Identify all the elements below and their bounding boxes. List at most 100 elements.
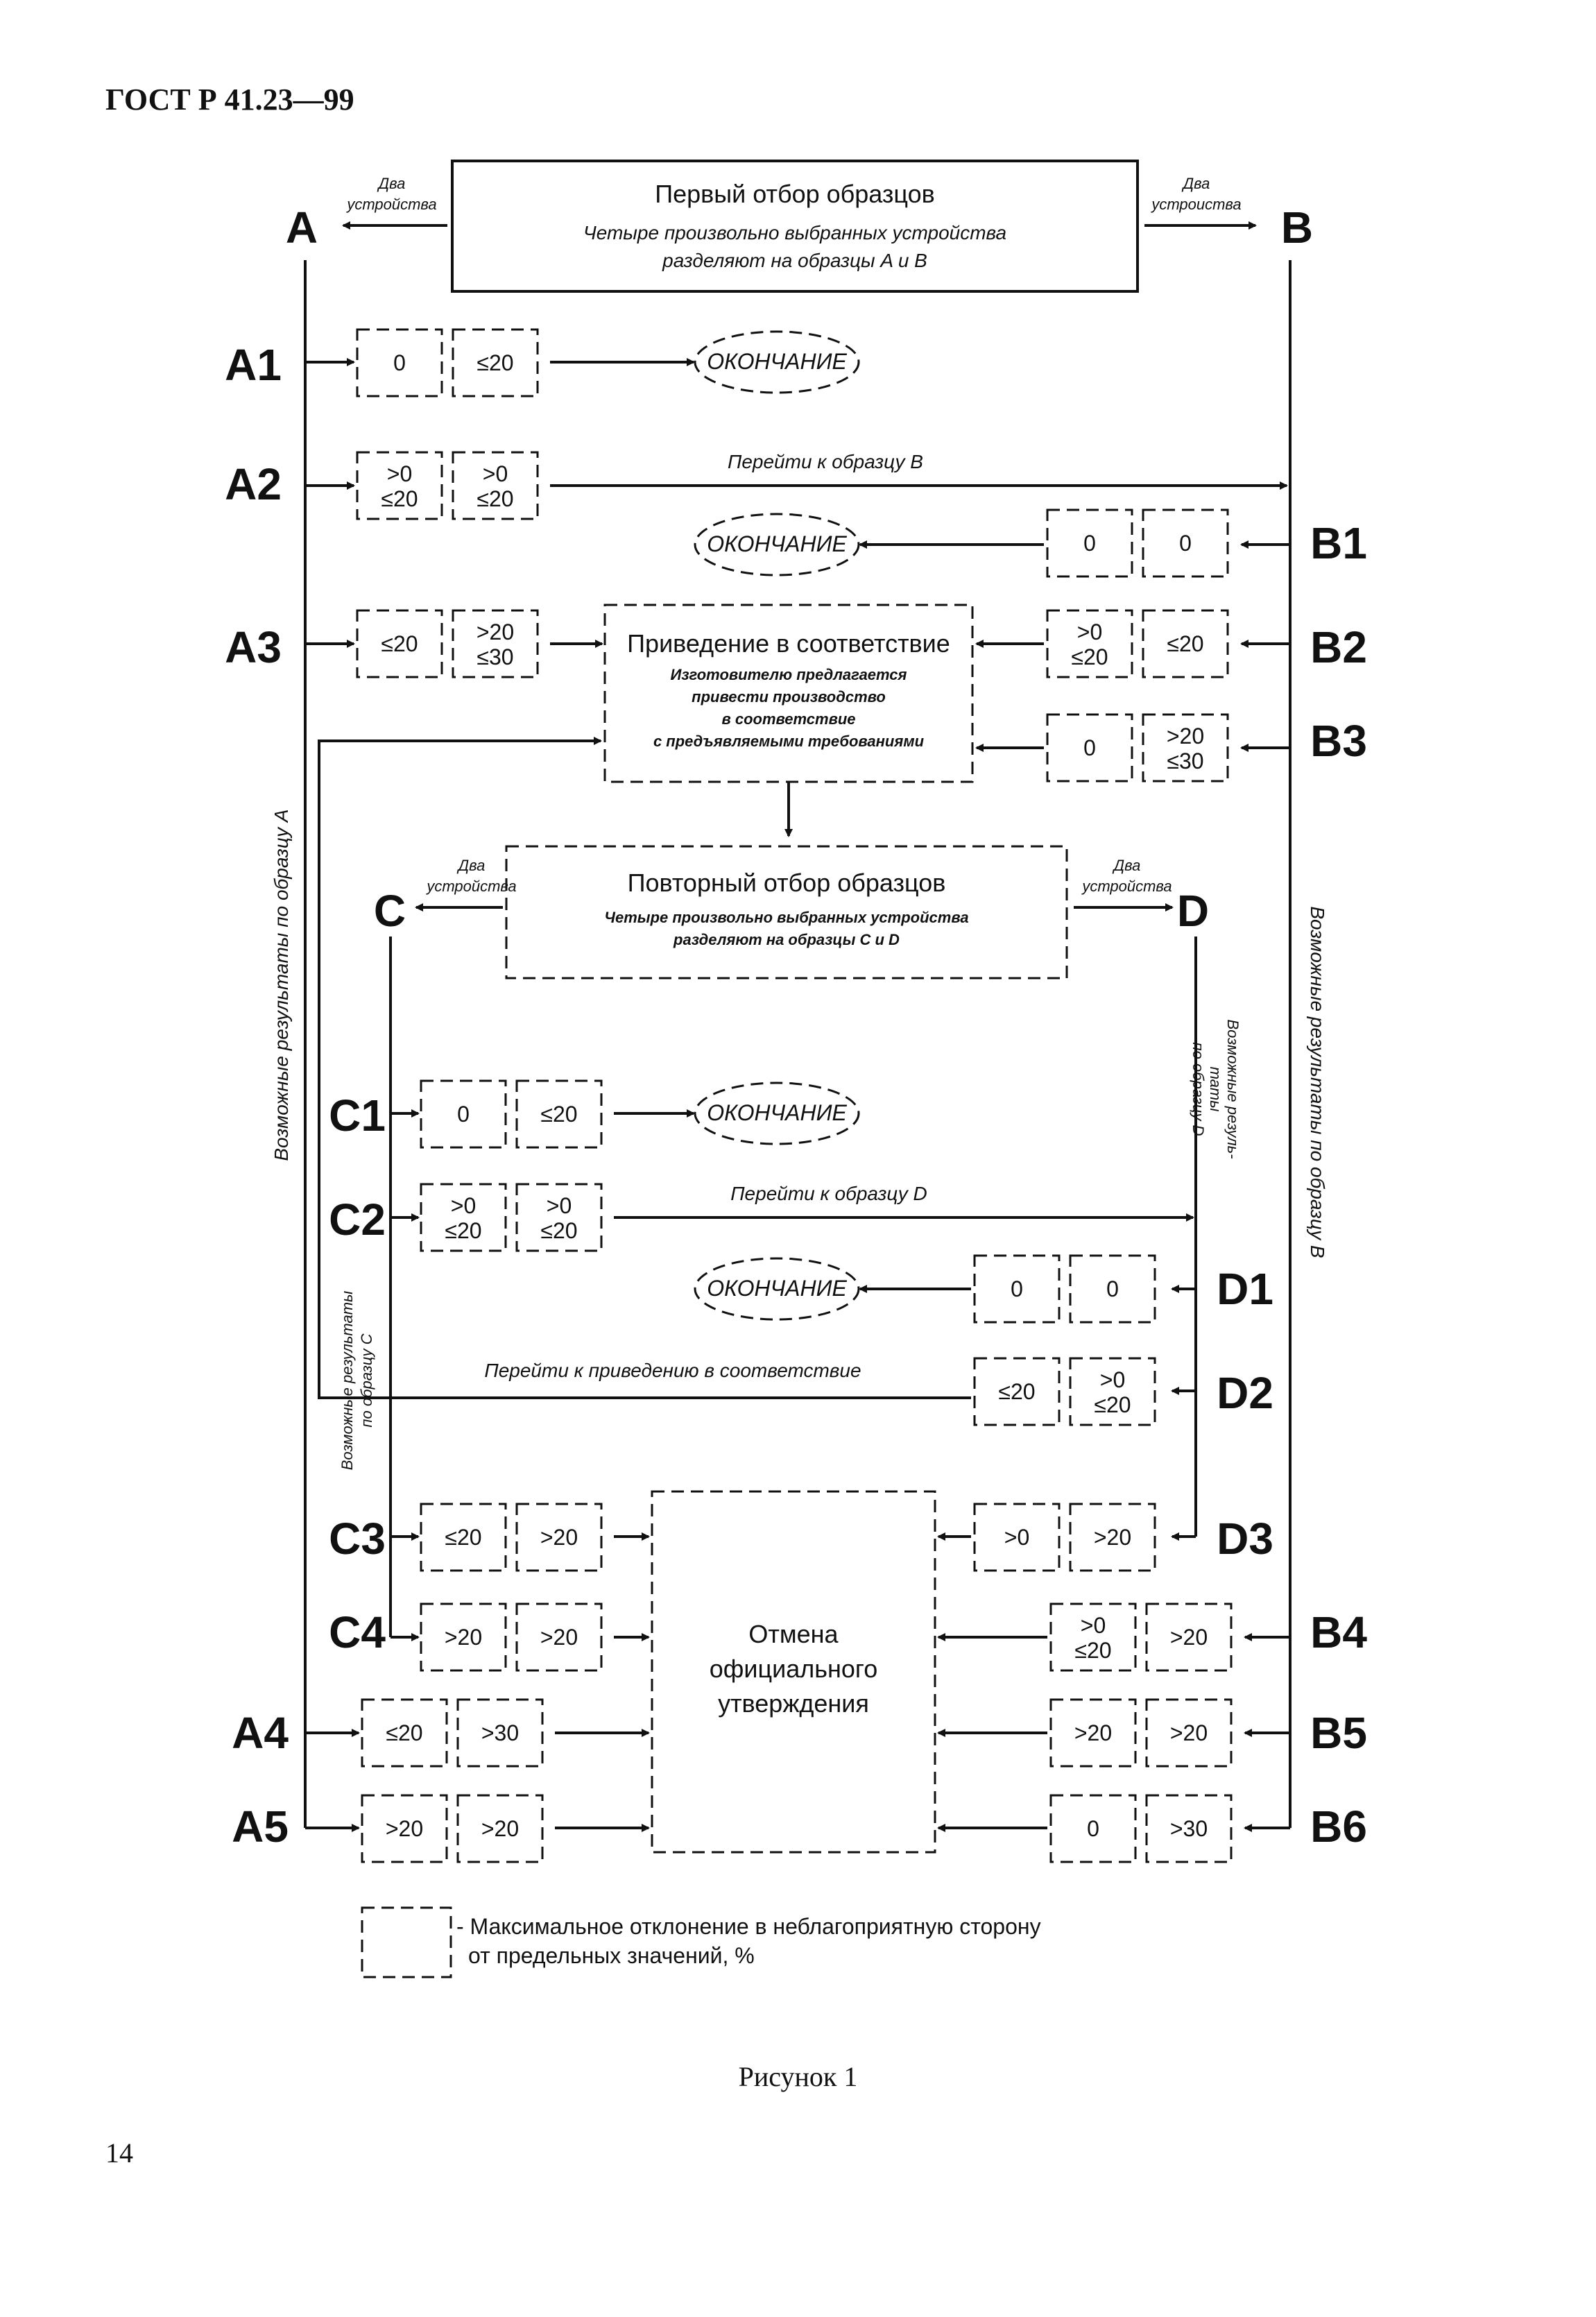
b3-result-value-line: ≤30 (1167, 749, 1203, 773)
a3-result-value-2: >20≤30 (477, 619, 514, 669)
a4-result-value-1: ≤20 (386, 1720, 422, 1745)
end-oval-c1 (694, 1081, 860, 1145)
repeat-sampling-line1: Четыре произвольно выбранных устройства (604, 909, 968, 926)
a1-result-value-2: ≤20 (477, 350, 513, 375)
a5-result-value-1: >20 (386, 1816, 423, 1841)
first-sampling-line1: Четыре произвольно выбранных устройства (583, 222, 1006, 243)
a3-result-cell-2 (452, 609, 539, 678)
d2-result-value-1: ≤20 (998, 1379, 1035, 1404)
b5-result-value-2: >20 (1170, 1720, 1208, 1745)
label-d2: D2 (1217, 1368, 1273, 1418)
a2-result-value-line: >0 (483, 461, 508, 486)
label-d1: D1 (1217, 1264, 1273, 1314)
b5-result-cell-1 (1049, 1698, 1137, 1768)
conformity-l2: привести производство (692, 688, 886, 706)
c2-result-value-line: ≤20 (540, 1218, 577, 1243)
b1-result-value-2: 0 (1179, 531, 1192, 556)
d3-result-value-1: >0 (1004, 1525, 1029, 1550)
c3-result-cell-2 (515, 1503, 603, 1572)
c2-result-pair: >0≤20>0≤20 (420, 1183, 603, 1252)
b1-result-cell-1 (1046, 508, 1133, 578)
a1-result-pair: 0≤20 (356, 328, 539, 397)
b3-result-cell-2 (1142, 713, 1229, 783)
c2-result-value-2: >0≤20 (540, 1193, 577, 1243)
b5-result-value-1: >20 (1074, 1720, 1112, 1745)
sample-d-results-label-1: Возможные резуль- (1224, 1019, 1242, 1158)
b5-result-pair: >20 >20 (1049, 1698, 1233, 1768)
b6-result-value-2: >30 (1170, 1816, 1208, 1841)
label-c4: C4 (329, 1607, 386, 1657)
d3-result-cell-1 (973, 1503, 1061, 1572)
legend-swatch (361, 1906, 452, 1978)
sample-b-results-label: Возможные результаты по образцу B (1307, 906, 1328, 1258)
d2-result-pair: ≤20 >0≤20 (973, 1357, 1156, 1426)
repeat-sampling-box (505, 845, 1068, 980)
label-b6: B6 (1310, 1802, 1367, 1852)
go-to-sample-b: Перейти к образцу B (728, 451, 923, 472)
d2-result-value-2: >0≤20 (1094, 1367, 1131, 1417)
c3-result-cell-1 (420, 1503, 507, 1572)
two-devices-a-l2: устройства (345, 196, 436, 213)
b4-result-value-line: >0 (1081, 1613, 1106, 1638)
a3-result-pair: ≤20>20≤30 (356, 609, 539, 678)
label-a4: A4 (232, 1708, 289, 1758)
c4-result-pair: >20>20 (420, 1602, 603, 1672)
figure-caption: Рисунок 1 (738, 2061, 858, 2092)
c3-result-value-2: >20 (540, 1525, 578, 1550)
a2-result-value-line: ≤20 (381, 486, 418, 511)
b2-result-value-line: ≤20 (1071, 644, 1108, 669)
label-c2: C2 (329, 1195, 386, 1245)
a1-result-cell-1 (356, 328, 443, 397)
b4-result-value-1: >0≤20 (1074, 1613, 1111, 1663)
a4-result-cell-2 (456, 1698, 544, 1768)
b2-result-value-line: >0 (1077, 619, 1102, 644)
end-oval-b1-label: ОКОНЧАНИЕ (707, 531, 847, 556)
a5-result-cell-1 (361, 1794, 448, 1863)
conformity-l3: в соответствие (721, 710, 855, 728)
two-devices-c-l2: устройства (425, 878, 516, 895)
sample-a-results-label: Возможные результаты по образцу A (271, 809, 292, 1161)
label-c3: C3 (329, 1514, 386, 1564)
label-b4: B4 (1310, 1607, 1367, 1657)
first-sampling-title: Первый отбор образцов (655, 180, 935, 208)
d3-result-pair: >0>20 (973, 1503, 1156, 1572)
cancel-l2: официального (710, 1655, 878, 1683)
conformity-l1: Изготовителю предлагается (671, 666, 907, 683)
c4-result-cell-1 (420, 1602, 507, 1672)
end-oval-a1 (694, 330, 860, 394)
c3-result-pair: ≤20>20 (420, 1503, 603, 1572)
repeat-sampling-title: Повторный отбор образцов (628, 869, 946, 897)
go-to-sample-d: Перейти к образцу D (730, 1183, 927, 1204)
label-a: A (286, 203, 318, 253)
c1-result-pair: 0≤20 (420, 1079, 603, 1149)
b4-result-value-2: >20 (1170, 1625, 1208, 1650)
cancel-l3: утверждения (718, 1689, 869, 1718)
two-devices-d-l2: устройства (1081, 878, 1172, 895)
repeat-sampling-line2: разделяют на образцы C и D (673, 931, 900, 948)
document-header: ГОСТ Р 41.23—99 (105, 83, 354, 117)
label-b5: B5 (1310, 1708, 1367, 1758)
label-a5: A5 (232, 1802, 289, 1852)
c2-result-value-line: >0 (547, 1193, 572, 1218)
b3-result-pair: 0>20≤30 (1046, 713, 1229, 783)
b4-result-cell-2 (1145, 1602, 1233, 1672)
label-b: B (1281, 203, 1313, 253)
label-c: C (374, 886, 406, 936)
a2-result-pair: >0≤20>0≤20 (356, 451, 539, 520)
a2-result-value-2: >0≤20 (477, 461, 513, 511)
page-number: 14 (105, 2137, 133, 2169)
d2-result-cell-1 (973, 1357, 1061, 1426)
a1-result-cell-2 (452, 328, 539, 397)
b3-result-value-2: >20≤30 (1167, 724, 1204, 773)
c4-result-value-2: >20 (540, 1625, 578, 1650)
end-oval-c1-label: ОКОНЧАНИЕ (707, 1100, 847, 1125)
a2-result-value-line: ≤20 (477, 486, 513, 511)
b2-result-pair: >0≤20≤20 (1046, 609, 1229, 678)
b1-result-value-1: 0 (1083, 531, 1096, 556)
a3-result-value-line: ≤30 (477, 644, 513, 669)
c4-result-cell-2 (515, 1602, 603, 1672)
label-b3: B3 (1310, 716, 1367, 766)
a2-result-cell-1 (356, 451, 443, 520)
